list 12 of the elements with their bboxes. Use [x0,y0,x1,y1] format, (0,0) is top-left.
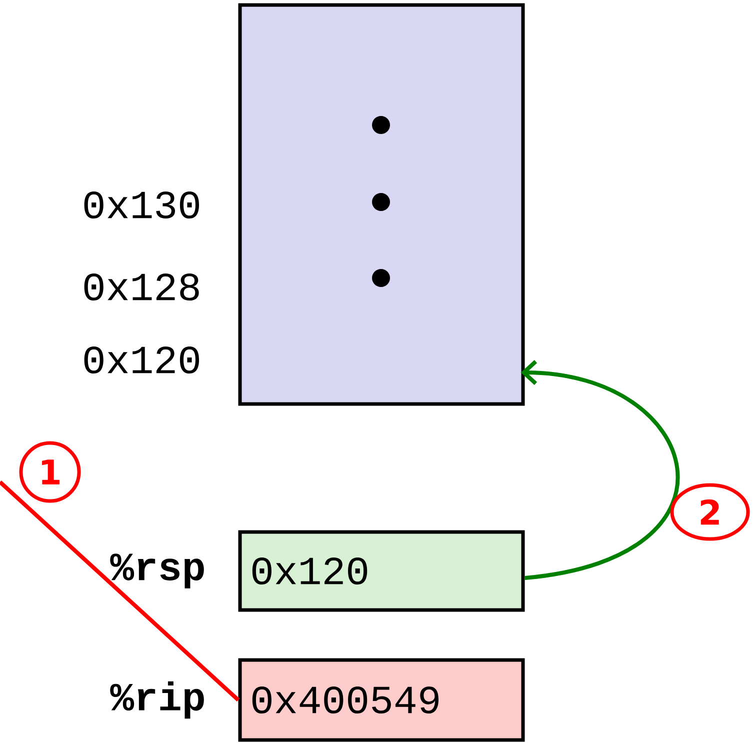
address-label: 0x128 [84,273,199,301]
arrow [520,360,680,580]
register-name: %rip [108,679,208,721]
register-name: %rsp [108,552,208,590]
address-label: 0x130 [84,191,199,219]
address-label: 0x120 [84,346,199,374]
register-box: 0x400549 [238,658,525,742]
register-box: 0x120 [238,530,525,612]
line [0,480,240,702]
stack-box [238,3,525,406]
circled-number: 1 [19,441,81,503]
circled-number: 2 [670,483,750,541]
